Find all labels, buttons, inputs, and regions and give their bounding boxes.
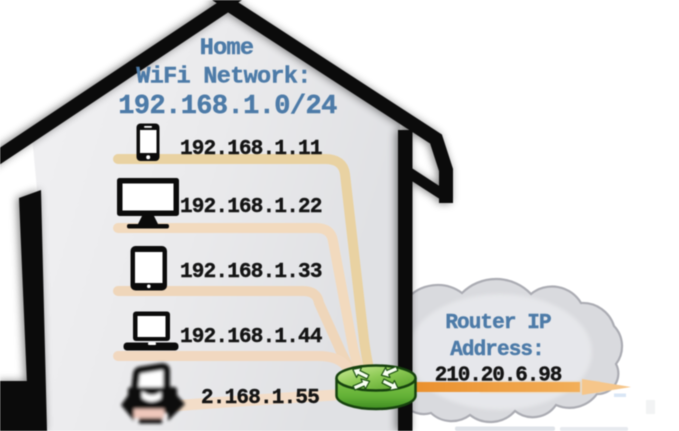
svg-text:210.20.6.98: 210.20.6.98 — [435, 365, 562, 388]
svg-text:2.168.1.55: 2.168.1.55 — [201, 387, 319, 410]
svg-text:Home: Home — [200, 35, 254, 62]
svg-text:192.168.1.0/24: 192.168.1.0/24 — [118, 92, 337, 122]
svg-text:WiFi Network:: WiFi Network: — [136, 64, 310, 91]
svg-text:Router IP: Router IP — [445, 312, 551, 335]
svg-text:192.168.1.22: 192.168.1.22 — [180, 196, 322, 219]
svg-text:192.168.1.44: 192.168.1.44 — [180, 326, 322, 349]
svg-text:192.168.1.33: 192.168.1.33 — [180, 261, 322, 284]
svg-text:192.168.1.11: 192.168.1.11 — [180, 138, 322, 161]
svg-text:Address:: Address: — [450, 339, 544, 362]
